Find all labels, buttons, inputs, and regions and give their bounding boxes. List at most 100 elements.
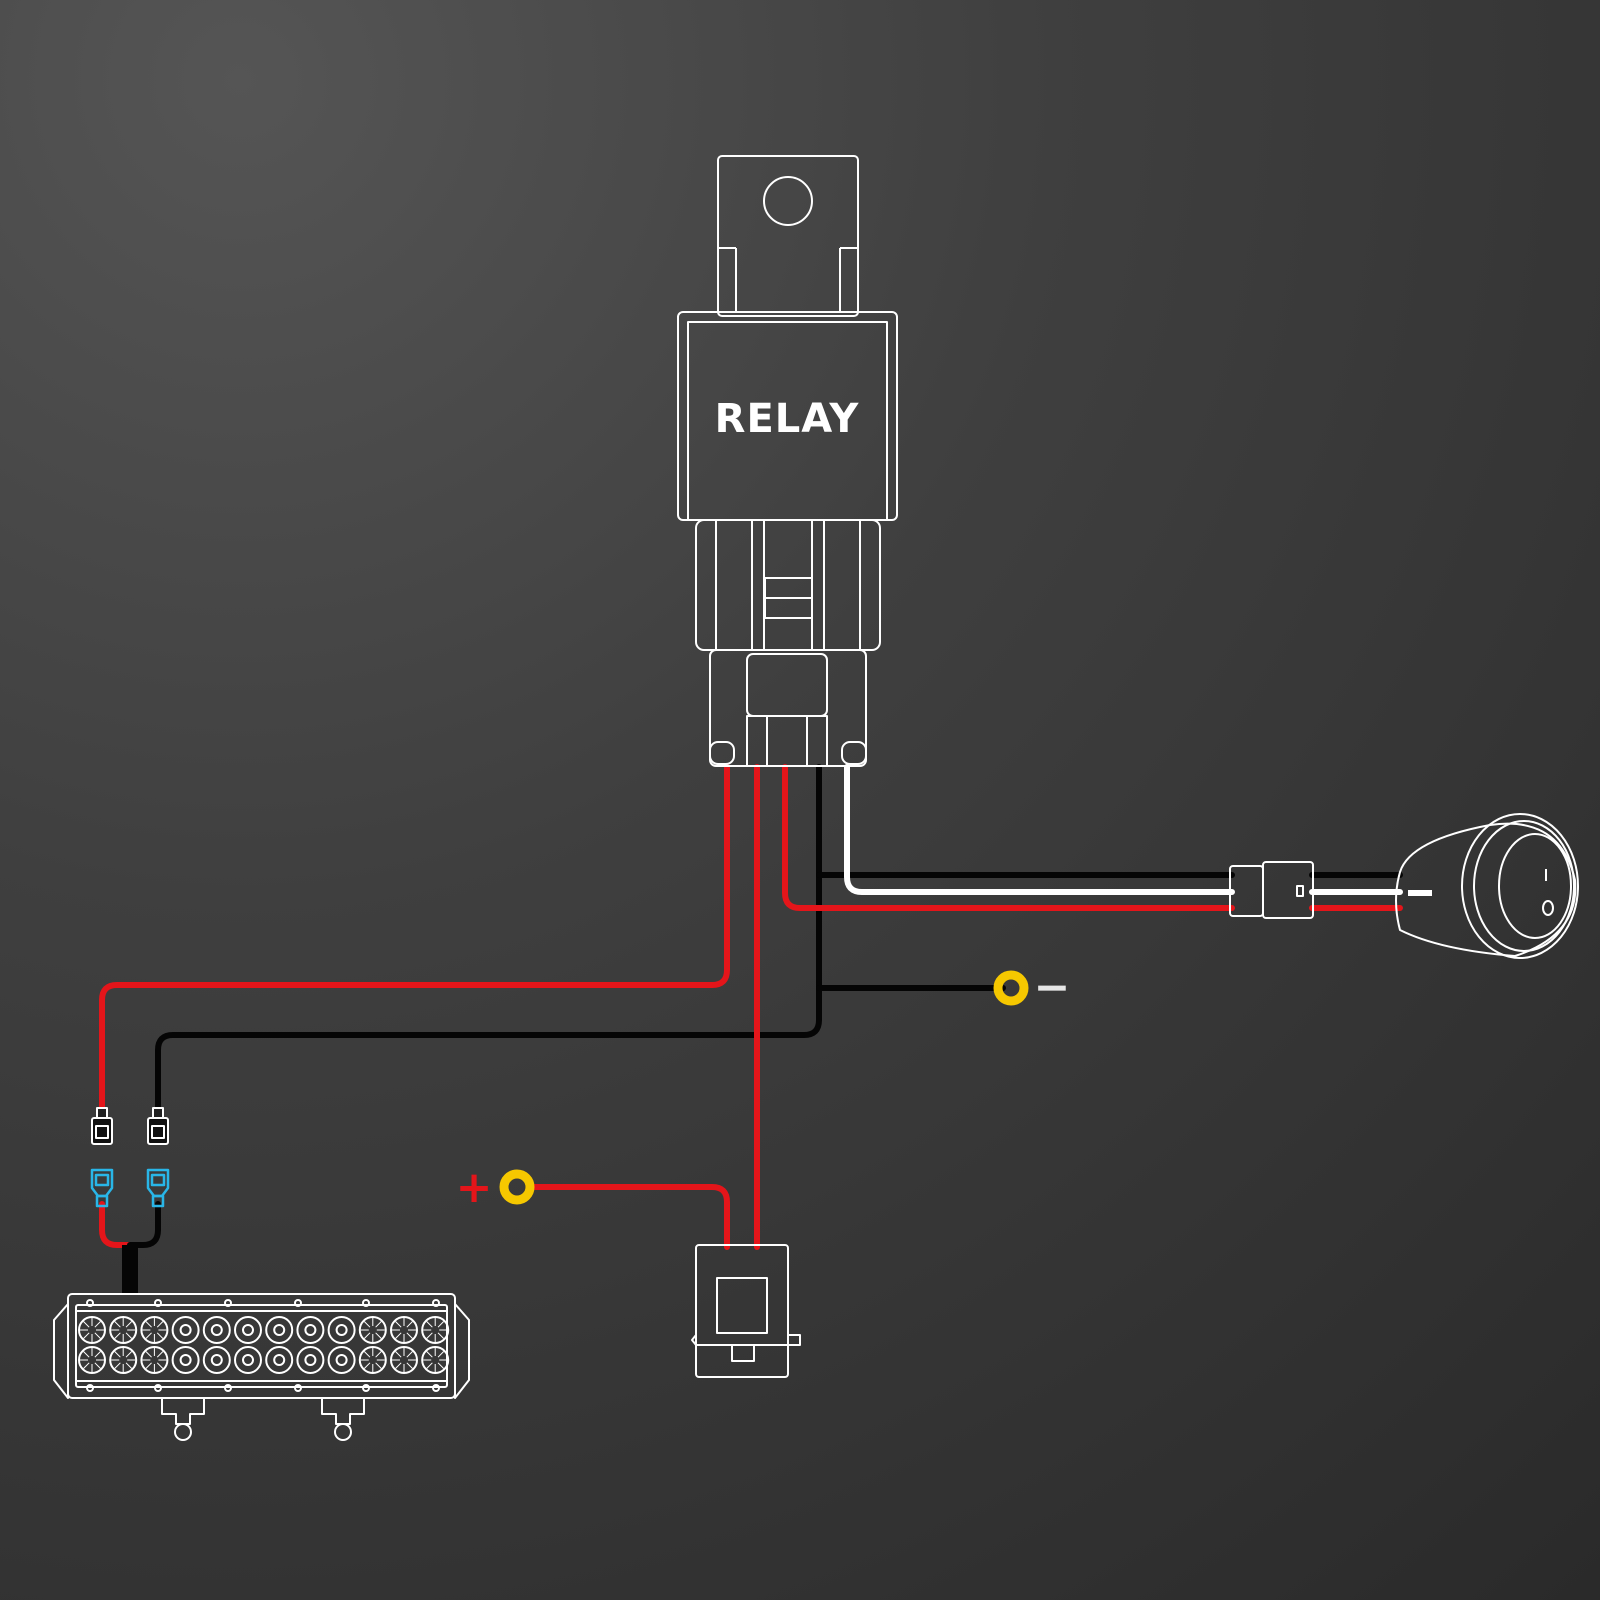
led-lens: [421, 1346, 450, 1374]
led-lens: [109, 1346, 138, 1374]
led-ray: [125, 1321, 133, 1328]
led-ray: [156, 1332, 164, 1339]
led-core: [273, 1324, 286, 1336]
positive-sign: +: [456, 1162, 493, 1213]
wire-white-switch: [844, 764, 1403, 895]
led-core: [210, 1324, 223, 1336]
led-core: [335, 1324, 348, 1336]
led-ray: [395, 1351, 402, 1358]
fuse-window: [716, 1277, 768, 1334]
led-lens: [78, 1346, 106, 1374]
light-bar-screw: [224, 1384, 232, 1392]
led-light-bar: [53, 1293, 470, 1441]
light-bar-screw: [224, 1299, 232, 1307]
led-ray: [125, 1332, 133, 1339]
negative-ring-icon[interactable]: [993, 970, 1029, 1006]
led-ray: [83, 1332, 90, 1339]
led-lens: [327, 1316, 356, 1344]
led-lens: [171, 1346, 200, 1374]
light-bar-screw: [362, 1299, 370, 1307]
relay-mount-tab: [717, 155, 859, 317]
led-lens: [390, 1316, 418, 1344]
led-ray: [83, 1351, 90, 1358]
led-ray: [114, 1362, 121, 1369]
led-ray: [156, 1351, 164, 1358]
led-lens: [234, 1316, 262, 1344]
led-lens: [421, 1316, 450, 1344]
led-lens: [171, 1316, 200, 1344]
relay: RELAY: [677, 155, 898, 767]
led-core: [335, 1354, 348, 1366]
led-ray: [395, 1332, 402, 1339]
led-lens: [358, 1346, 387, 1374]
light-bar-screw: [432, 1384, 440, 1392]
light-bar-connectors: [90, 1107, 170, 1208]
led-ray: [83, 1362, 90, 1369]
wires: [99, 764, 1403, 1295]
led-lens: [358, 1316, 387, 1344]
led-ray: [395, 1321, 402, 1328]
wire-black-lightbar: [155, 764, 822, 1115]
light-bar-screw: [86, 1299, 94, 1307]
led-core: [273, 1354, 286, 1366]
led-lens: [296, 1316, 325, 1344]
led-ray: [406, 1332, 413, 1339]
led-core: [179, 1324, 192, 1336]
led-lens: [265, 1316, 294, 1344]
led-ray: [94, 1362, 101, 1369]
led-ray: [375, 1351, 382, 1358]
led-ray: [375, 1362, 382, 1369]
led-core: [210, 1354, 223, 1366]
led-ray: [114, 1351, 121, 1358]
switch-rocker[interactable]: [1498, 833, 1572, 939]
led-ray: [125, 1351, 133, 1358]
negative-sign: −: [1034, 962, 1071, 1013]
led-ray: [363, 1332, 371, 1339]
led-ray: [94, 1321, 101, 1328]
led-ray: [363, 1362, 371, 1369]
led-ray: [426, 1321, 433, 1328]
relay-mount-hole: [763, 176, 813, 226]
led-ray: [437, 1351, 445, 1358]
led-lens: [234, 1346, 262, 1374]
led-core: [242, 1354, 254, 1366]
led-core: [304, 1354, 317, 1366]
led-ray: [145, 1321, 152, 1328]
led-ray: [145, 1351, 152, 1358]
led-ray: [114, 1332, 121, 1339]
connector-female-negative: [147, 1107, 169, 1145]
light-bar-leds: [78, 1299, 450, 1392]
led-ray: [125, 1362, 133, 1369]
led-ray: [426, 1362, 433, 1369]
switch-off-mark: [1542, 900, 1554, 916]
light-bar-screw: [294, 1299, 302, 1307]
led-lens: [327, 1346, 356, 1374]
switch-connector-b: [1262, 861, 1314, 919]
led-ray: [363, 1351, 371, 1358]
light-bar-screw: [154, 1384, 162, 1392]
led-ray: [375, 1332, 382, 1339]
light-bar-screw: [432, 1299, 440, 1307]
led-lens: [78, 1316, 106, 1344]
light-bar-housing: [67, 1293, 456, 1399]
led-ray: [114, 1321, 121, 1328]
led-lens: [202, 1346, 231, 1374]
led-ray: [406, 1362, 413, 1369]
led-ray: [145, 1332, 152, 1339]
led-ray: [437, 1362, 445, 1369]
wire-red-lightbar: [99, 764, 730, 1115]
led-ray: [426, 1351, 433, 1358]
led-ray: [83, 1321, 90, 1328]
led-ray: [94, 1351, 101, 1358]
light-bar-screw: [154, 1299, 162, 1307]
positive-ring-icon[interactable]: [499, 1169, 535, 1205]
positive-terminal: +: [456, 1162, 535, 1213]
wire-lightbar-pigtail-red: [99, 1201, 133, 1248]
light-bar-screw: [294, 1384, 302, 1392]
connector-female-positive: [91, 1107, 113, 1145]
led-lens: [296, 1346, 325, 1374]
connector-male-positive: [90, 1168, 114, 1208]
light-bar-screw: [86, 1384, 94, 1392]
relay-label: RELAY: [715, 396, 860, 442]
